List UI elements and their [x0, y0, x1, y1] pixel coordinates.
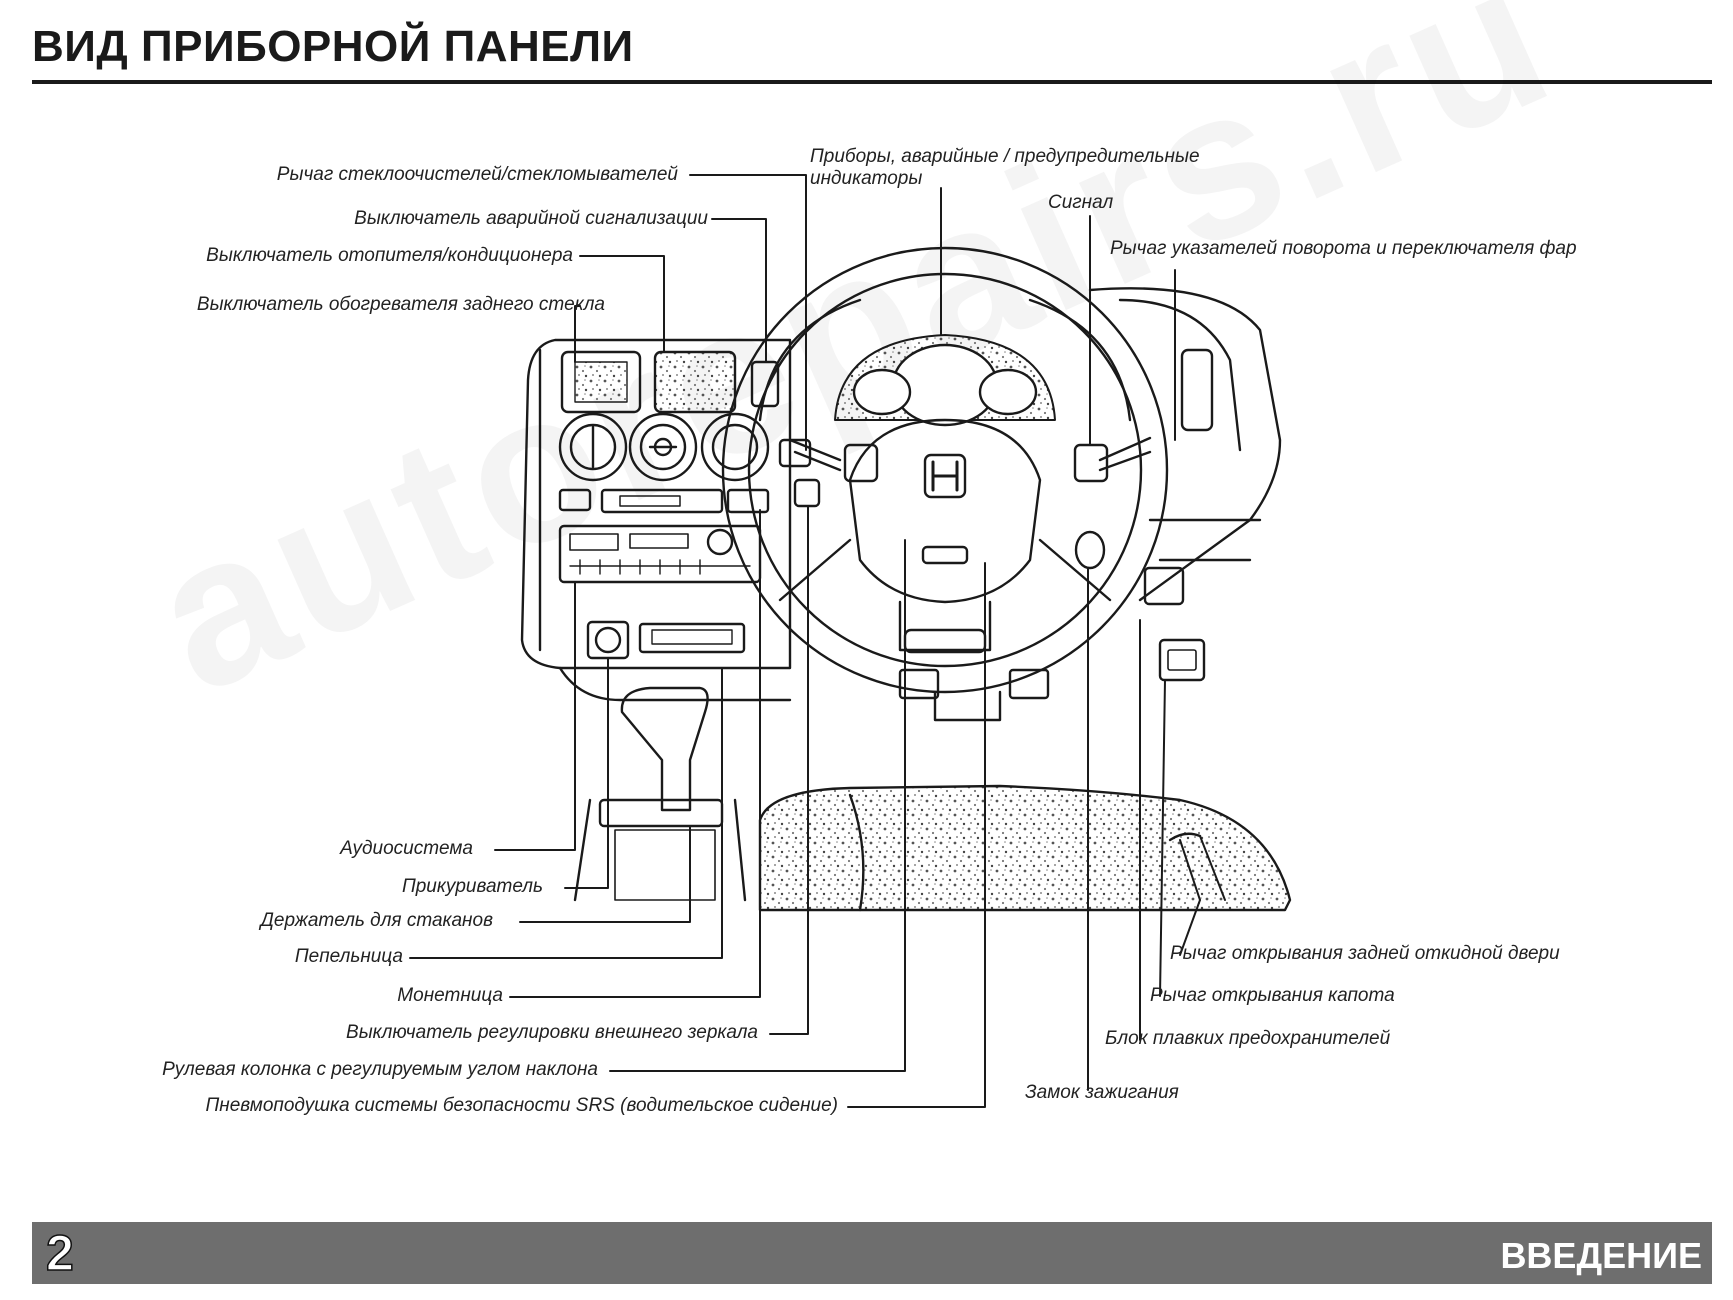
label-coin-box: Монетница — [397, 985, 503, 1006]
label-mirror-switch: Выключатель регулировки внешнего зеркала — [346, 1022, 758, 1043]
page-title: ВИД ПРИБОРНОЙ ПАНЕЛИ — [32, 22, 634, 71]
label-heater-switch: Выключатель отопителя/кондиционера — [206, 245, 573, 266]
label-fuse-box: Блок плавких предохранителей — [1105, 1028, 1391, 1049]
label-cigarette-lighter: Прикуриватель — [401, 876, 543, 897]
audio-unit — [558, 524, 762, 584]
center-console — [520, 338, 792, 670]
lower-console — [558, 620, 792, 702]
label-hazard-switch: Выключатель аварийной сигнализации — [354, 208, 708, 229]
label-steering-column: Рулевая колонка с регулируемым углом нак… — [162, 1059, 598, 1080]
label-airbag: Пневмоподушка системы безопасности SRS (… — [205, 1095, 838, 1116]
label-wiper-lever: Рычаг стеклоочистелей/стекломывателей — [276, 164, 678, 185]
label-rear-defroster: Выключатель обогревателя заднего стекла — [196, 294, 605, 315]
dash-right — [1088, 287, 1282, 682]
label-gauges: Приборы, аварийные / предупредительные и… — [810, 146, 1200, 189]
steering-wheel — [721, 246, 1169, 722]
climate-knobs — [558, 412, 770, 482]
label-audio: Аудиосистема — [340, 838, 473, 859]
label-ignition: Замок зажигания — [1025, 1082, 1179, 1103]
title-rule — [32, 80, 1712, 84]
label-tailgate-lever: Рычаг открывания задней откидной двери — [1170, 943, 1560, 964]
section-name: ВВЕДЕНИЕ — [1500, 1235, 1702, 1276]
driver-seat — [758, 784, 1292, 912]
label-turn-signal-lever: Рычаг указателей поворота и переключател… — [1110, 238, 1577, 259]
gear-lever — [573, 686, 747, 902]
footer-bar: 2 ВВЕДЕНИЕ — [32, 1222, 1712, 1284]
leader-lines — [409, 174, 1201, 1108]
page-number: 2 — [45, 1224, 74, 1282]
label-ashtray: Пепельница — [294, 946, 403, 967]
label-horn: Сигнал — [1048, 192, 1114, 213]
label-hood-release: Рычаг открывания капота — [1150, 985, 1395, 1006]
label-cup-holder: Держатель для стаканов — [260, 910, 494, 931]
switch-row — [558, 488, 770, 514]
